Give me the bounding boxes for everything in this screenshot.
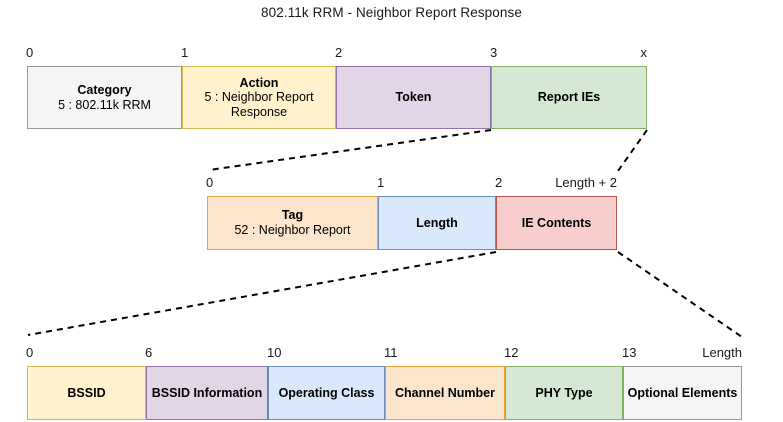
tick-label: Length [702, 345, 742, 360]
tick-label: 1 [181, 45, 189, 60]
tick-label: 11 [384, 345, 398, 360]
ie-contents-left-expander [27, 251, 497, 336]
field-phy-type: PHY Type [505, 366, 623, 420]
field-ie-contents: IE Contents [496, 196, 617, 250]
field-name: Token [395, 90, 432, 105]
report-ies-left-expander [208, 129, 492, 171]
field-name: Report IEs [537, 90, 601, 105]
field-name: Category [77, 82, 132, 97]
tick-label: x [640, 45, 648, 60]
tick-label: 3 [490, 45, 498, 60]
tick-label: 13 [622, 345, 637, 360]
field-operating-class: Operating Class [268, 366, 385, 420]
tick-label: 0 [26, 345, 34, 360]
field-value: 5 : 802.11k RRM [58, 97, 151, 112]
field-name: BSSID Information [151, 385, 263, 400]
tick-label: 2 [335, 45, 343, 60]
field-name: Action [239, 75, 279, 90]
page-title: 802.11k RRM - Neighbor Report Response [261, 5, 522, 20]
field-bssid: BSSID [27, 366, 146, 420]
tick-label: 12 [504, 345, 519, 360]
tick-label: 1 [377, 175, 385, 190]
field-name: Channel Number [394, 385, 495, 400]
field-name: Operating Class [278, 385, 375, 400]
field-name: Optional Elements [627, 385, 738, 400]
tick-label: Length + 2 [555, 175, 617, 190]
field-length: Length [378, 196, 496, 250]
ie-contents-right-expander [617, 251, 743, 338]
field-channel-number: Channel Number [385, 366, 505, 420]
field-bssid-information: BSSID Information [146, 366, 268, 420]
field-name: IE Contents [521, 215, 592, 230]
tick-label: 0 [206, 175, 214, 190]
field-optional-elements: Optional Elements [623, 366, 742, 420]
report-ies-right-expander [617, 129, 648, 172]
tick-label: 0 [26, 45, 34, 60]
tick-label: 10 [267, 345, 282, 360]
tick-label: 2 [495, 175, 503, 190]
field-name: PHY Type [535, 385, 593, 400]
field-value: 52 : Neighbor Report [234, 223, 351, 237]
field-name: BSSID [67, 385, 106, 400]
field-name: Length [416, 215, 458, 230]
tick-label: 6 [145, 345, 153, 360]
field-token: Token [336, 66, 491, 129]
field-value: 5 : Neighbor Report Response [204, 90, 314, 119]
field-report-ies: Report IEs [491, 66, 647, 129]
field-name: Tag [281, 208, 304, 223]
